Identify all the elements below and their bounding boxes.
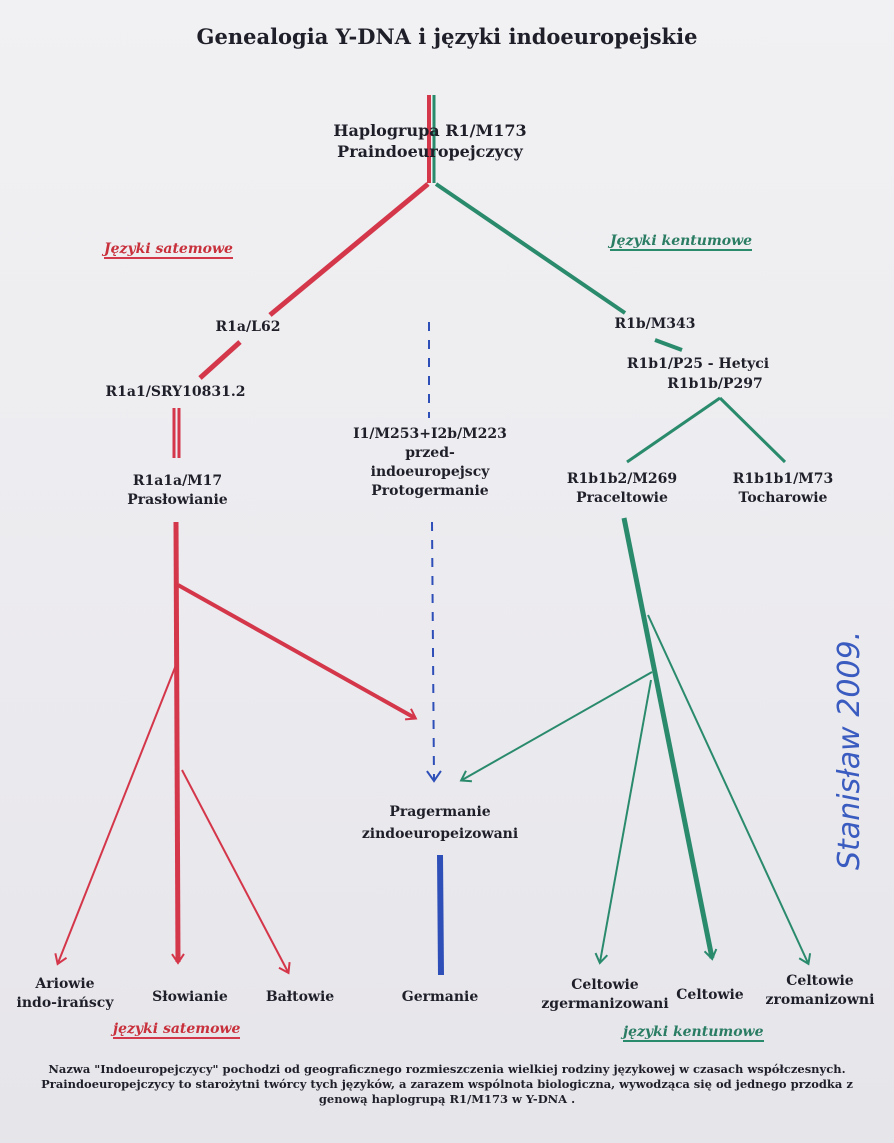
- edge-r1b1-r1b1b1: [718, 396, 787, 464]
- node-r1b1b1-line2: Tocharowie: [738, 490, 828, 506]
- edge-satem-to-ariowie: [54, 664, 177, 966]
- node-i1-line1: I1/M253+I2b/M223: [353, 426, 507, 442]
- leaf-celtowie: Celtowie: [676, 987, 744, 1003]
- edge-root-r1a: [268, 182, 430, 317]
- leaf-germanie: Germanie: [401, 989, 479, 1005]
- node-r1a1a-line2: Prasłowianie: [127, 492, 228, 508]
- node-r1a1a-line1: R1a1a/M17: [132, 473, 223, 489]
- edge-r1a-r1a1: [198, 340, 242, 380]
- node-pragermanie-line2: zindoeuropeizowani: [361, 826, 519, 842]
- leaf-ariowie-line1: Ariowie: [35, 976, 95, 992]
- leaf-celtowie-zg-line2: zgermanizowani: [541, 996, 669, 1012]
- node-pragermanie-line1: Pragermanie: [389, 804, 491, 820]
- node-r1a1: R1a1/SRY10831.2: [105, 384, 246, 400]
- node-i1-line4: Protogermanie: [371, 483, 489, 499]
- satem-label: Języki satemowe: [104, 241, 233, 259]
- footnote: Nazwa "Indoeuropejczycy" pochodzi od geo…: [41, 1062, 853, 1106]
- node-r1b1b1-line1: R1b1b1/M73: [732, 471, 834, 487]
- edge-dashed-lower: [426, 521, 442, 783]
- root-line2: Praindoeuropejczycy: [337, 142, 523, 161]
- edge-satem-to-pragermanie: [177, 583, 418, 721]
- edge-kentum-to-pragermanie: [459, 671, 653, 783]
- node-r1b: R1b/M343: [614, 316, 696, 332]
- node-r1b1b2-line2: Praceltowie: [576, 490, 668, 506]
- node-i1-line2: przed-: [405, 445, 455, 461]
- node-r1b1b2-line1: R1b1b2/M269: [566, 471, 678, 487]
- leaf-celtowie-zg-line1: Celtowie: [571, 977, 639, 993]
- edge-r1b1-r1b1b2: [626, 396, 721, 464]
- kentum-label: Języki kentumowe: [610, 233, 753, 251]
- bottom-satem-label: języki satemowe: [113, 1021, 241, 1039]
- edge-kentum-to-zg: [594, 679, 652, 965]
- leaf-slowianie: Słowianie: [152, 989, 228, 1005]
- edge-kentum-trunk: [621, 517, 718, 961]
- node-i1-line3: indoeuropejscy: [370, 464, 490, 480]
- node-r1a: R1a/L62: [215, 319, 281, 335]
- author-signature: Stanisław 2009.: [832, 630, 867, 870]
- leaf-celtowie-zr-line1: Celtowie: [786, 973, 854, 989]
- leaf-baltowie: Bałtowie: [265, 989, 335, 1005]
- bottom-kentum-label: języki kentumowe: [623, 1024, 764, 1042]
- edge-r1b-r1b1: [654, 338, 683, 352]
- edge-satem-trunk: [171, 521, 185, 965]
- edge-root-r1b: [434, 182, 627, 315]
- root-line1: Haplogrupa R1/M173: [333, 121, 527, 140]
- page-title: Genealogia Y-DNA i języki indoeuropejski…: [196, 24, 698, 49]
- node-r1b1-line1: R1b1/P25 - Hetyci: [626, 356, 770, 372]
- edge-kentum-to-zr: [647, 614, 812, 966]
- node-r1b1-line2: R1b1b/P297: [667, 376, 763, 392]
- leaf-ariowie-line2: indo-irańscy: [16, 995, 114, 1011]
- edge-satem-to-baltowie: [181, 769, 291, 975]
- leaf-celtowie-zr-line2: zromanizowni: [765, 992, 875, 1008]
- edge-pragermanie-germanie: [437, 854, 444, 976]
